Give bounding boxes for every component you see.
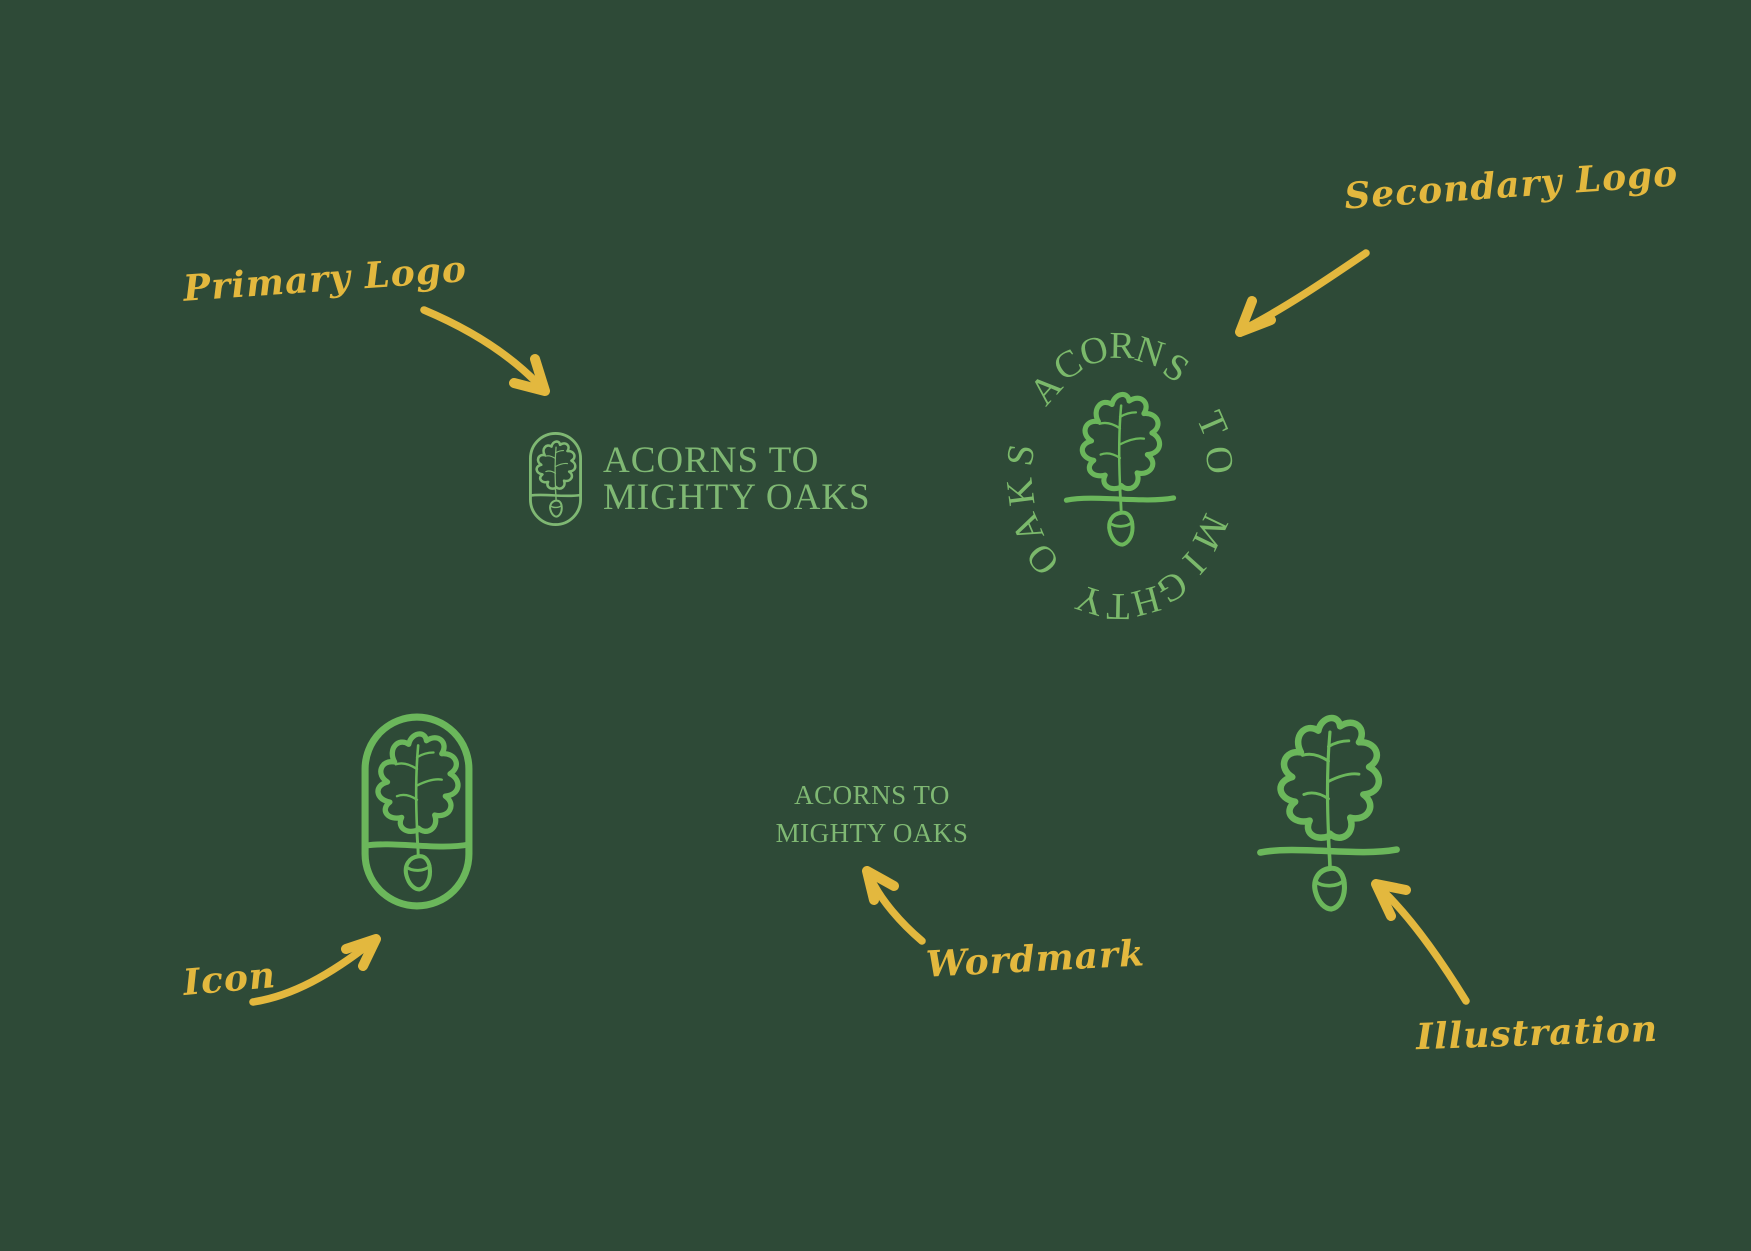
secondary-circular-letter: [1196, 489, 1241, 505]
wordmark: ACORNS TO MIGHTY OAKS: [772, 776, 972, 852]
wordmark-line1: ACORNS TO: [794, 780, 950, 810]
brand-name-line2: MIGHTY OAKS: [603, 477, 871, 518]
secondary-circular-letter: M: [1183, 507, 1237, 557]
primary-logo: ACORNS TO MIGHTY OAKS: [527, 430, 871, 528]
icon-label: Icon: [181, 954, 278, 1004]
icon-capsule-oak-icon: [361, 713, 473, 910]
secondary-circular-letter: Y: [1070, 575, 1110, 625]
wordmark-line2: MIGHTY OAKS: [775, 818, 969, 848]
illustration-label: Illustration: [1415, 1007, 1659, 1059]
wordmark-arrow: [862, 866, 926, 945]
primary-logo-arrow: [420, 306, 550, 396]
secondary-logo-arrow: [1235, 249, 1370, 337]
secondary-circular-letter: R: [1108, 324, 1135, 368]
primary-logo-capsule-oak-icon: [529, 431, 582, 527]
secondary-logo-label: Secondary Logo: [1342, 152, 1680, 218]
primary-logo-label: Primary Logo: [181, 248, 469, 310]
brand-name-line1: ACORNS TO: [603, 440, 820, 481]
secondary-circular-letter: [1177, 375, 1217, 410]
secondary-circular-letter: T: [1106, 584, 1131, 628]
secondary-circular-letter: S: [998, 441, 1044, 469]
secondary-circular-letter: [1008, 406, 1052, 434]
wordmark-label: Wordmark: [925, 932, 1146, 986]
secondary-circular-letter: O: [1196, 443, 1242, 477]
primary-logotype: ACORNS TO MIGHTY OAKS: [603, 442, 871, 516]
illustration-oak-emblem-icon: [1257, 706, 1400, 912]
secondary-circular-letter: T: [1187, 405, 1236, 444]
secondary-oak-emblem-icon: [1063, 385, 1177, 547]
secondary-circular-letter: K: [998, 475, 1044, 509]
